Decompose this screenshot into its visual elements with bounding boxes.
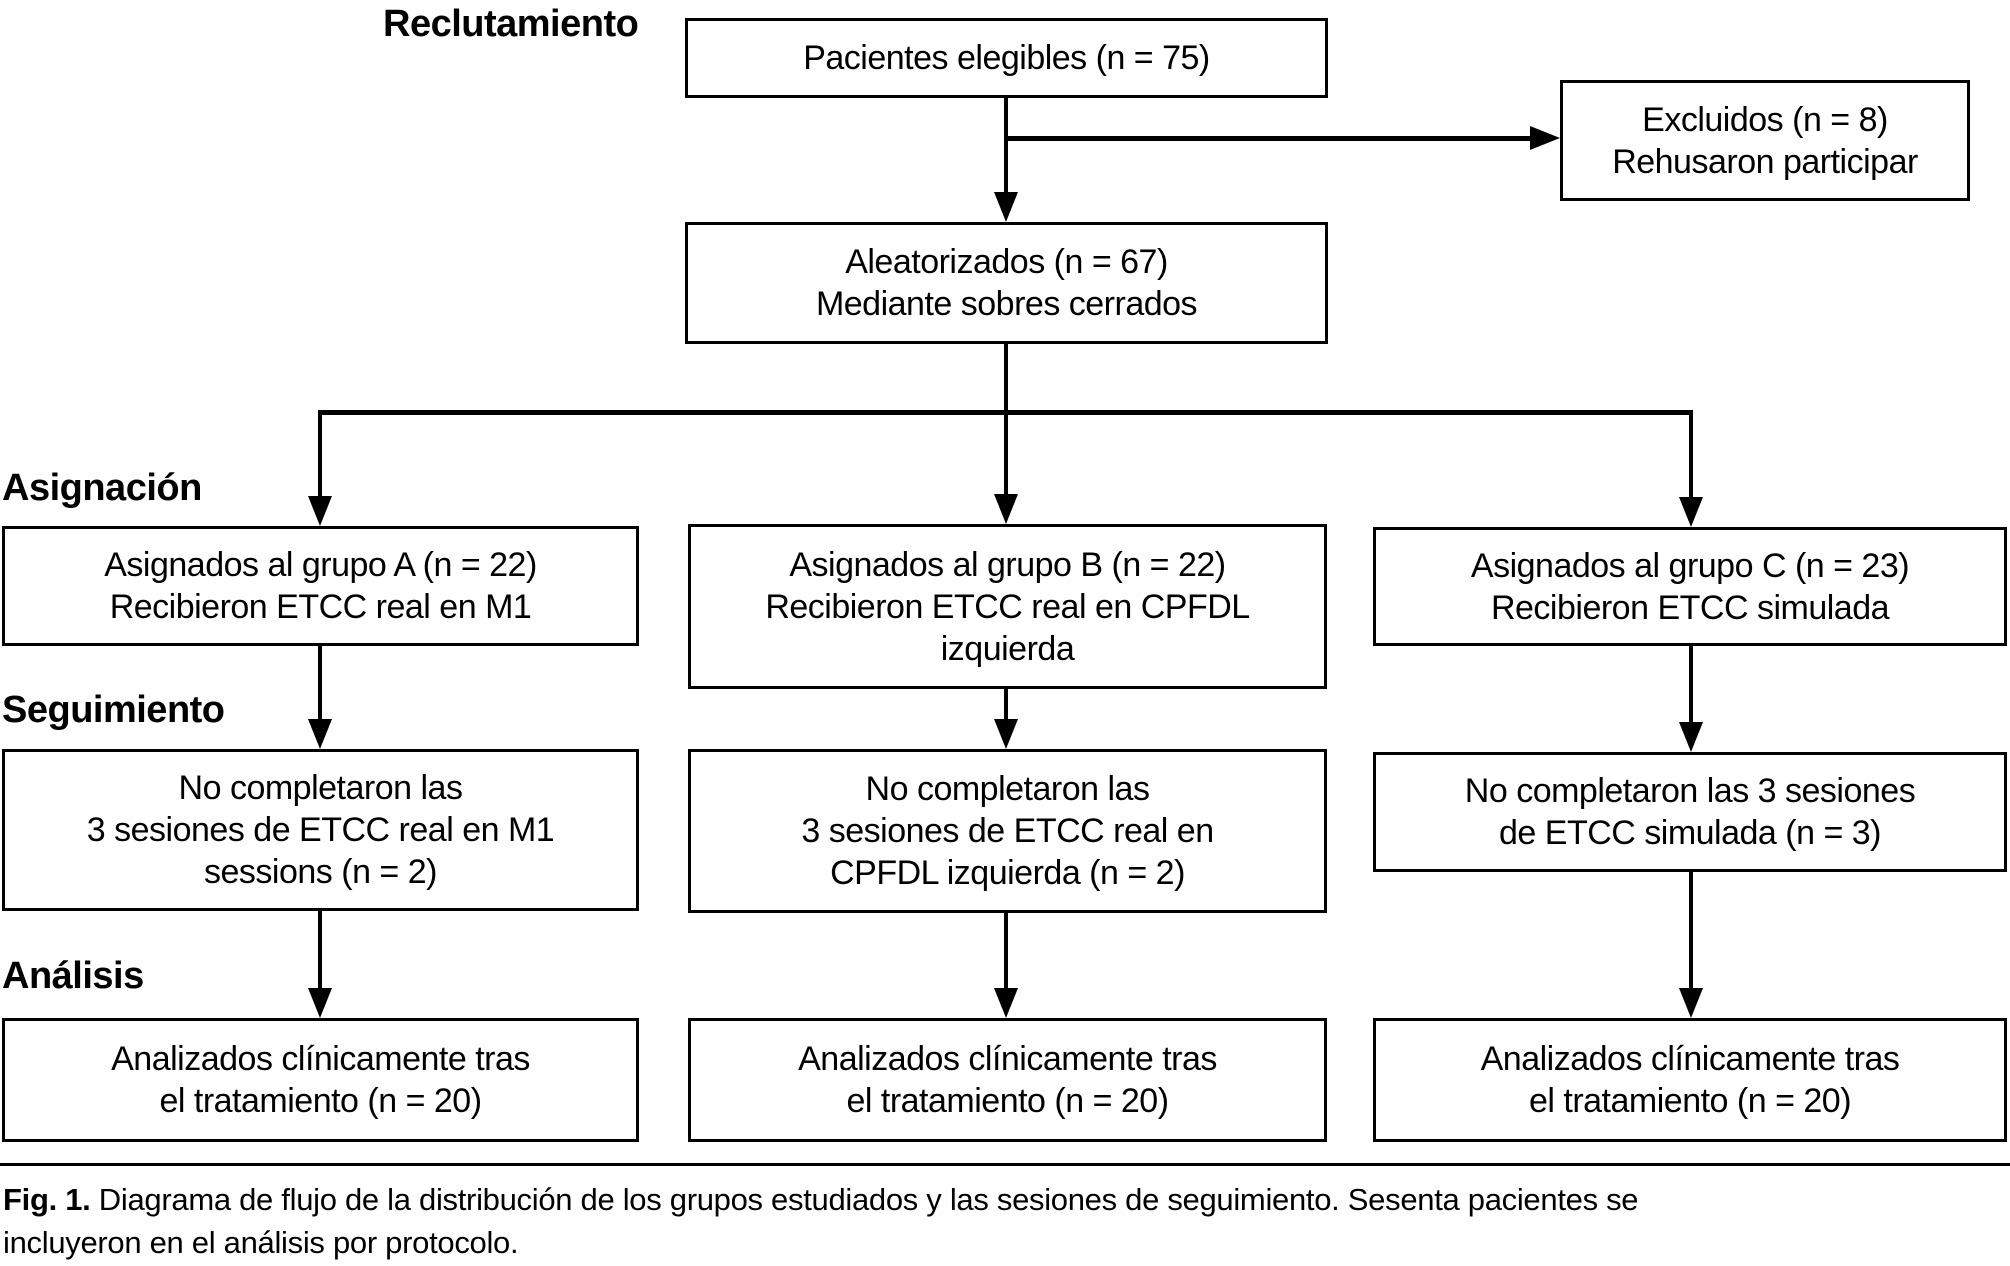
connector-analysis-a-arrowhead — [308, 988, 332, 1018]
caption-text: Diagrama de flujo de la distribución de … — [98, 1182, 1639, 1217]
connector-analysis-c-line — [1689, 872, 1693, 990]
box-line: Mediante sobres cerrados — [815, 285, 1198, 323]
box-followup-c: No completaron las 3 sesiones de ETCC si… — [1373, 752, 2007, 872]
box-line: No completaron las — [178, 769, 463, 807]
box-line: de ETCC simulada (n = 3) — [1499, 814, 1882, 852]
box-line: Asignados al grupo C (n = 23) — [1470, 546, 1910, 585]
connector-analysis-b-line — [1004, 913, 1008, 990]
box-eligible-patients: Pacientes elegibles (n = 75) — [685, 18, 1328, 98]
stage-label-followup: Seguimiento — [2, 689, 225, 731]
box-line: Analizados clínicamente tras — [798, 1040, 1217, 1078]
box-line: Recibieron ETCC simulada — [1490, 588, 1890, 627]
connector-followup-c-arrowhead — [1679, 722, 1703, 752]
box-randomized: Aleatorizados (n = 67) Mediante sobres c… — [685, 222, 1328, 344]
box-line: Aleatorizados (n = 67) — [845, 243, 1168, 281]
stage-label-assignment: Asignación — [2, 467, 202, 509]
stage-label-recruitment: Reclutamiento — [383, 3, 639, 45]
connector-excluded-arrowhead — [1530, 126, 1560, 150]
box-analysis-a: Analizados clínicamente tras el tratamie… — [2, 1018, 639, 1142]
box-line: Analizados clínicamente tras — [1480, 1040, 1900, 1078]
box-line: el tratamiento (n = 20) — [1528, 1082, 1852, 1120]
box-line: Analizados clínicamente tras — [111, 1040, 530, 1078]
box-line: Excluidos (n = 8) — [1642, 100, 1888, 139]
box-line: 3 sesiones de ETCC real en — [801, 812, 1214, 850]
box-line: 3 sesiones de ETCC real en M1 — [86, 811, 555, 849]
connector-analysis-a-line — [318, 911, 322, 990]
connector-randomized-distribution-line — [1004, 344, 1008, 412]
box-line: el tratamiento (n = 20) — [846, 1082, 1169, 1120]
connector-followup-c-line — [1689, 646, 1693, 724]
box-line: Asignados al grupo B (n = 22) — [789, 545, 1226, 584]
box-line: Asignados al grupo A (n = 22) — [104, 546, 537, 584]
box-line: izquierda — [940, 629, 1075, 668]
box-line: CPFDL izquierda (n = 2) — [830, 854, 1185, 892]
connector-followup-a-arrowhead — [308, 719, 332, 749]
box-line: No completaron las — [865, 770, 1150, 808]
caption-prefix: Fig. 1. — [3, 1182, 91, 1217]
box-group-b: Asignados al grupo B (n = 22) Recibieron… — [688, 524, 1327, 689]
connector-eligible-randomized-arrowhead — [994, 192, 1018, 222]
box-followup-a: No completaron las 3 sesiones de ETCC re… — [2, 749, 639, 911]
connector-excluded-line — [1004, 136, 1532, 141]
connector-analysis-b-arrowhead — [994, 988, 1018, 1018]
box-line: No completaron las 3 sesiones — [1464, 772, 1916, 810]
connector-group-a-line — [318, 410, 322, 498]
connector-group-b-arrowhead — [994, 494, 1018, 524]
box-line: sessions (n = 2) — [204, 853, 437, 891]
connector-followup-b-arrowhead — [994, 719, 1018, 749]
caption-line: incluyeron en el análisis por protocolo. — [3, 1225, 519, 1260]
box-group-a: Asignados al grupo A (n = 22) Recibieron… — [2, 526, 639, 646]
box-line: Rehusaron participar — [1612, 142, 1918, 181]
box-group-c: Asignados al grupo C (n = 23) Recibieron… — [1373, 527, 2007, 646]
connector-followup-a-line — [318, 646, 322, 721]
connector-group-c-line — [1689, 410, 1693, 499]
stage-label-analysis: Análisis — [2, 955, 144, 997]
connector-group-a-arrowhead — [308, 496, 332, 526]
connector-group-b-line — [1004, 415, 1008, 496]
figure-caption: Fig. 1. Diagrama de flujo de la distribu… — [3, 1178, 2007, 1264]
connector-group-c-arrowhead — [1679, 497, 1703, 527]
box-line: Recibieron ETCC real en M1 — [109, 588, 532, 626]
box-line: Pacientes elegibles (n = 75) — [803, 39, 1210, 77]
box-analysis-b: Analizados clínicamente tras el tratamie… — [688, 1018, 1327, 1142]
box-line: el tratamiento (n = 20) — [159, 1082, 482, 1120]
caption-divider — [0, 1163, 2010, 1166]
caption-line: Fig. 1. Diagrama de flujo de la distribu… — [3, 1178, 2007, 1221]
distribution-line — [318, 410, 1693, 415]
box-line: Recibieron ETCC real en CPFDL — [765, 587, 1250, 626]
box-followup-b: No completaron las 3 sesiones de ETCC re… — [688, 749, 1327, 913]
connector-analysis-c-arrowhead — [1679, 988, 1703, 1018]
connector-eligible-randomized-line — [1004, 98, 1008, 194]
box-analysis-c: Analizados clínicamente tras el tratamie… — [1373, 1018, 2007, 1142]
box-excluded: Excluidos (n = 8) Rehusaron participar — [1560, 80, 1970, 201]
connector-followup-b-line — [1004, 689, 1008, 721]
